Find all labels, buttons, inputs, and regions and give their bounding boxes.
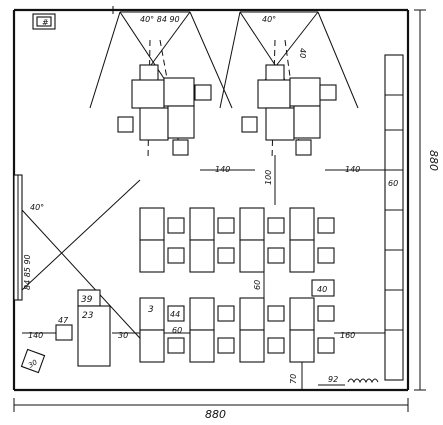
label-note-30: 30	[27, 358, 39, 370]
teacher-area	[20, 289, 111, 374]
angle-right-vertical: 40	[298, 48, 307, 58]
dim-left-offset: 140	[28, 331, 43, 340]
dim-mid-gap: 60	[172, 326, 182, 335]
desk-rows-middle	[139, 207, 335, 273]
label-teacher-c: 47	[58, 316, 69, 325]
dim-aisle: 30	[118, 331, 128, 340]
radiator-icon	[347, 378, 379, 384]
label-desk-44: 44	[170, 310, 180, 319]
wall-board	[13, 174, 23, 301]
desk-group-front-left	[117, 64, 212, 156]
door-icon: #	[32, 13, 56, 30]
dim-cabinet-depth: 60	[388, 179, 398, 188]
dim-overall-height: 880	[427, 150, 440, 171]
label-teacher-a: 39	[81, 295, 93, 305]
wall-cabinets	[384, 54, 404, 381]
dimension-lines	[13, 9, 426, 412]
dim-front-gap: 160	[340, 331, 355, 340]
wall-angles: 84 85 90	[23, 254, 32, 290]
dim-row-gap: 60	[253, 280, 262, 290]
dim-bottom-right: 92	[328, 375, 338, 384]
angle-right-side: 40°	[30, 203, 44, 212]
angle-left: 40° 84 90	[140, 15, 180, 24]
desk-rows-back	[139, 279, 335, 363]
dim-vertical-100: 100	[264, 170, 273, 185]
label-desk-number: 3	[148, 305, 154, 315]
svg-text:#: #	[42, 18, 49, 27]
angle-right: 40°	[262, 15, 276, 24]
dim-bottom-gap: 70	[289, 374, 298, 384]
label-small-box: 40	[317, 285, 327, 294]
dim-right-140: 140	[345, 165, 360, 174]
dim-center-aisle: 140	[215, 165, 230, 174]
desk-group-front-right	[241, 64, 337, 156]
dim-overall-width: 880	[205, 408, 226, 421]
label-teacher-b: 23	[82, 311, 94, 321]
